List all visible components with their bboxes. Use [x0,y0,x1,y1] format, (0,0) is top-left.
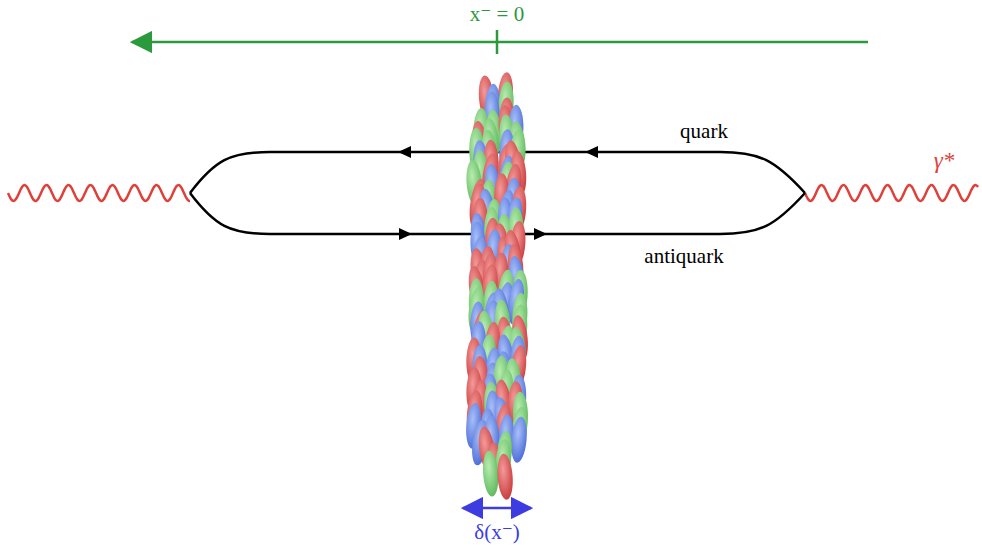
width-label: δ(x⁻) [474,522,519,543]
width-arrow [463,507,531,510]
photon-label: γ* [934,149,955,172]
arrow-head [585,146,598,158]
light-cone-axis [132,41,868,44]
particle-label: quark [680,121,728,142]
arrow-head [399,228,412,240]
photon-line [805,185,978,201]
axis-label: x⁻ = 0 [470,4,524,25]
arrow-head [534,228,547,240]
photon-line [8,185,190,201]
arrow-head [398,146,411,158]
gluon-blob [509,416,528,463]
particle-label: antiquark [644,246,723,267]
gluon-blob [482,450,500,497]
shock-wave [465,72,530,500]
gluon-blob [496,453,514,500]
axis-tick [496,30,499,54]
